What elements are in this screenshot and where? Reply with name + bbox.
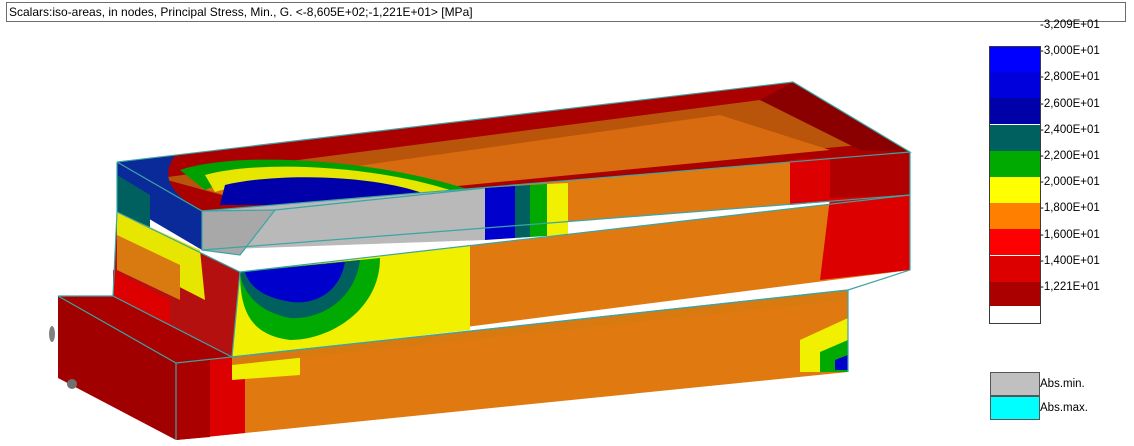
bottom-block xyxy=(49,290,848,440)
support-marker xyxy=(67,379,77,389)
top-block-front-left xyxy=(117,162,202,250)
bottom-block-top-face xyxy=(58,296,232,363)
top-block xyxy=(117,82,910,255)
legend-level-swatch xyxy=(990,46,1040,72)
legend-level-label: -1,800E+01 xyxy=(1040,202,1100,215)
bottom-block-left-face xyxy=(58,296,176,440)
model-viewport[interactable] xyxy=(0,24,980,446)
result-title: Scalars:iso-areas, in nodes, Principal S… xyxy=(6,2,1126,22)
legend-level-swatch xyxy=(990,150,1040,177)
top-front-blue xyxy=(485,186,515,240)
top-front-teal xyxy=(515,185,530,238)
legend-level-label: -3,209E+01 xyxy=(1040,19,1100,31)
legend-level-label: -1,600E+01 xyxy=(1040,228,1100,241)
legend-level-label: -3,000E+01 xyxy=(1040,45,1100,58)
abs-max-label: Abs.max. xyxy=(1040,402,1088,414)
middle-block-bottom-orange-band xyxy=(232,290,848,365)
legend-level-swatch xyxy=(990,98,1040,125)
legend-level-label: -1,221E+01 xyxy=(1040,281,1100,293)
legend-level-label: -2,200E+01 xyxy=(1040,150,1100,162)
legend-level-label: -2,000E+01 xyxy=(1040,176,1100,189)
abs-max-swatch xyxy=(990,396,1040,420)
legend-level-swatch xyxy=(990,255,1040,282)
abs-min-swatch xyxy=(990,372,1040,396)
bottom-block-front-face xyxy=(176,290,848,440)
middle-left-red xyxy=(113,270,170,330)
abs-min-bevel xyxy=(202,210,275,255)
bottom-front-darkred-left xyxy=(176,360,210,440)
legend-level-swatch xyxy=(990,281,1040,306)
legend-level-swatch xyxy=(990,229,1040,256)
legend-level-label: -2,600E+01 xyxy=(1040,97,1100,110)
support-marker-left xyxy=(49,326,55,342)
legend-level-swatch xyxy=(990,203,1040,230)
legend-level-label: -2,400E+01 xyxy=(1040,123,1100,136)
legend-level-swatch xyxy=(990,124,1040,151)
color-legend: -3,209E+01 -3,000E+01 -2,800E+01 -2,600E+01… xyxy=(988,19,1134,446)
legend-level-label: -2,800E+01 xyxy=(1040,71,1100,84)
middle-left-orange xyxy=(117,235,180,300)
legend-level-label: -1,400E+01 xyxy=(1040,254,1100,267)
middle-blue-region xyxy=(245,262,345,303)
abs-min-region xyxy=(202,188,485,250)
top-front-yellow xyxy=(547,183,568,236)
top-face-right-red xyxy=(760,82,910,152)
legend-level-swatch xyxy=(990,72,1040,99)
middle-block xyxy=(113,195,910,357)
top-front-red-right2 xyxy=(830,152,910,200)
legend-level-swatch xyxy=(990,177,1040,203)
top-front-green xyxy=(530,184,547,237)
mesh-edges xyxy=(57,81,912,440)
middle-right-red xyxy=(820,195,910,280)
abs-min-label: Abs.min. xyxy=(1040,378,1085,390)
bottom-front-blue-right xyxy=(835,355,848,370)
